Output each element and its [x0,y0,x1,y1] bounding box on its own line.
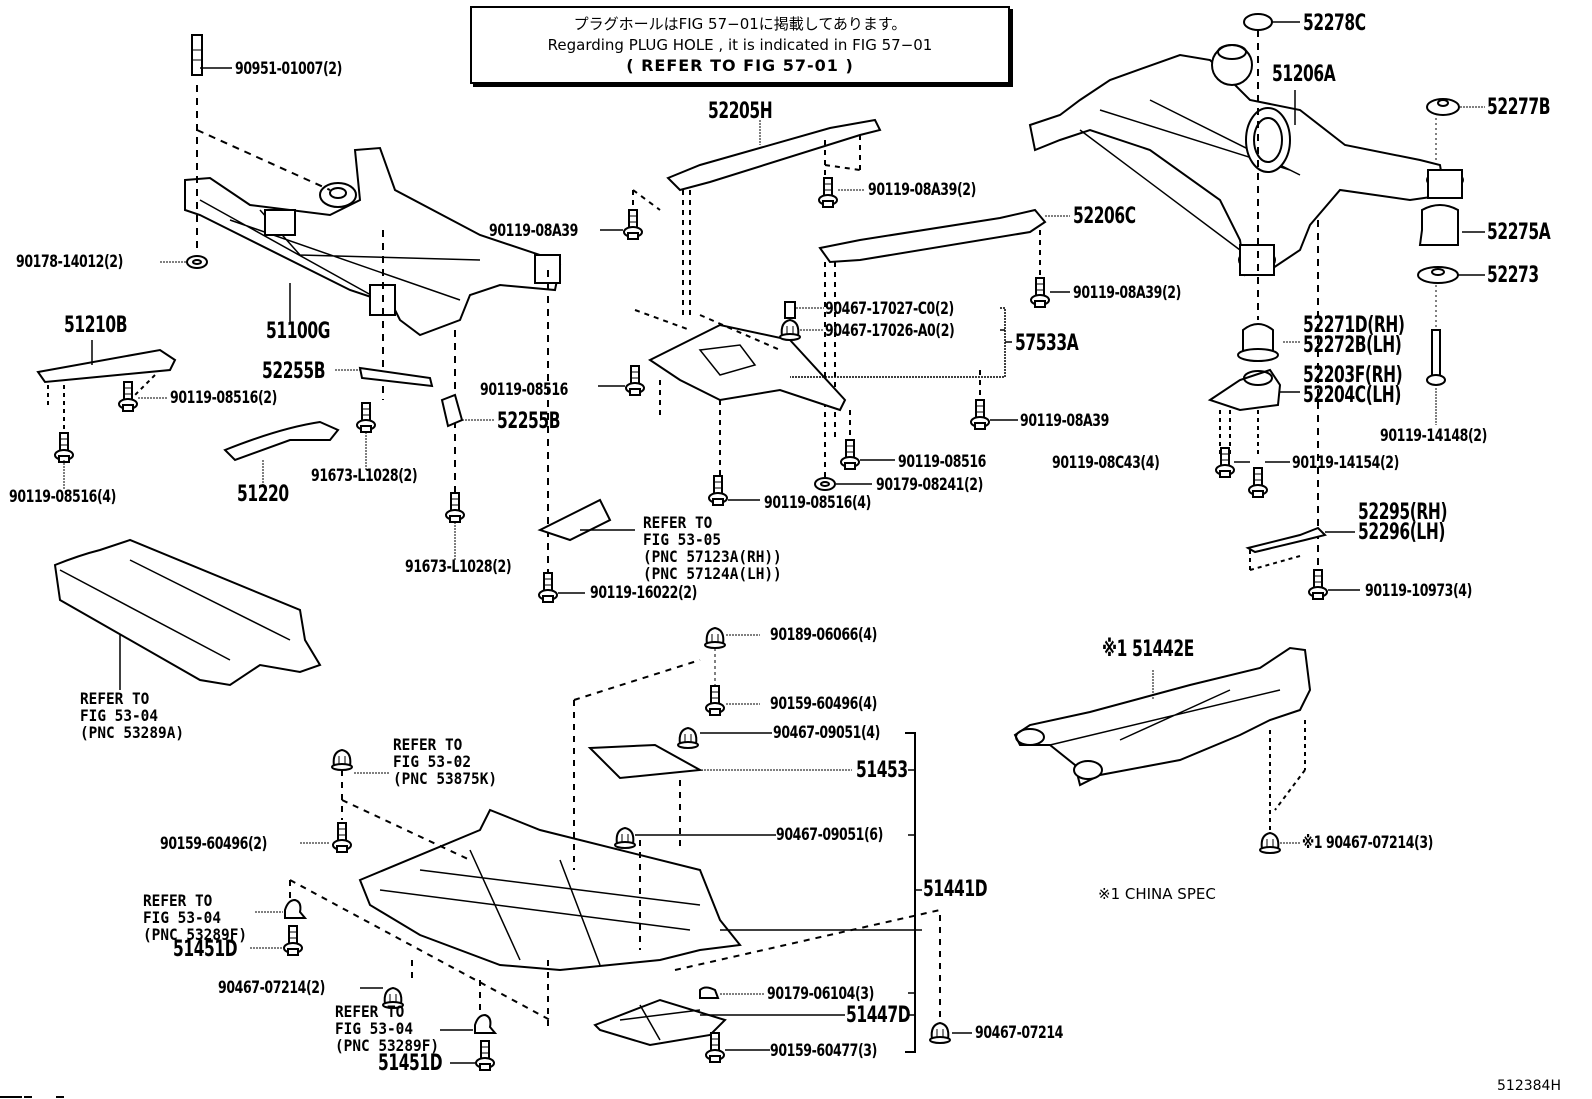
part-callout[interactable]: 52205H [708,99,773,124]
note-line-refer[interactable]: ( REFER TO FIG 57-01 ) [626,56,854,75]
part-callout[interactable]: 90159-60477(3) [770,1041,877,1061]
part-callout[interactable]: 52273 [1487,263,1539,288]
part-callout[interactable]: 51447D [846,1003,911,1028]
part-callout[interactable]: 51220 [237,482,289,507]
part-callout[interactable]: 52275A [1487,220,1551,245]
part-callout[interactable]: 90179-06104(3) [767,984,874,1004]
part-callout[interactable]: 51206A [1272,62,1336,87]
part-callout[interactable]: 91673-L1028(2) [405,557,512,577]
part-callout[interactable]: 90467-07214(2) [218,978,325,998]
part-callout[interactable]: 51210B [64,313,128,338]
part-callout[interactable]: 90467-09051(6) [776,825,883,845]
part-callout[interactable]: 52204C(LH) [1303,383,1402,408]
part-callout[interactable]: 90159-60496(4) [770,694,877,714]
part-callout[interactable]: 51451D [173,937,238,962]
part-callout[interactable]: 90119-08A39 [1020,411,1109,431]
part-callout[interactable]: 90951-01007(2) [235,59,342,79]
part-callout[interactable]: 90178-14012(2) [16,252,123,272]
part-callout[interactable]: 51100G [266,319,331,344]
part-callout[interactable]: 90119-08A39 [489,221,578,241]
part-callout[interactable]: ※1 51442E [1102,637,1194,662]
refer-to-fig-53-04-f-a[interactable]: REFER TO FIG 53-04 (PNC 53289F) [143,891,248,944]
part-callout[interactable]: 90467-09051(4) [773,723,880,743]
part-callout[interactable]: 90119-14154(2) [1292,453,1399,473]
part-callout[interactable]: 52295(RH) [1358,500,1448,525]
rear-subframe-drawing [1028,44,1464,277]
figure-code: 512384H [1497,1078,1561,1094]
part-callout[interactable]: 52272B(LH) [1303,333,1402,358]
part-callout[interactable]: 90119-08A39(2) [868,180,976,200]
part-callout[interactable]: 52206C [1073,204,1136,229]
part-callout[interactable]: 90119-10973(4) [1365,581,1472,601]
part-callout[interactable]: 52255B [497,409,561,434]
part-callout[interactable]: 51451D [378,1051,443,1076]
refer-to-fig-53-02[interactable]: REFER TO FIG 53-02 (PNC 53875K) [393,735,498,788]
refer-to-fig-53-04-a[interactable]: REFER TO FIG 53-04 (PNC 53289A) [80,689,185,742]
part-callout[interactable]: 52271D(RH) [1303,313,1405,338]
part-callout[interactable]: 90119-08C43(4) [1052,453,1160,473]
part-callout[interactable]: 91673-L1028(2) [311,466,418,486]
part-callout[interactable]: 90467-07214 [975,1023,1063,1043]
part-callout[interactable]: 90119-14148(2) [1380,426,1487,446]
part-callout[interactable]: 90119-16022(2) [590,583,697,603]
part-callout[interactable]: 90119-08516 [898,452,986,472]
part-callout[interactable]: 52278C [1303,11,1366,36]
china-spec-footnote: ※1 CHINA SPEC [1098,885,1216,903]
plug-hole-note-box: プラグホールはFIG 57−01に掲載してあります。 Regarding PLU… [470,6,1010,84]
refer-to-fig-53-05[interactable]: REFER TO FIG 53-05 (PNC 57123A(RH)) (PNC… [643,513,782,583]
part-callout[interactable]: 51441D [923,877,988,902]
part-callout[interactable]: 90189-06066(4) [770,625,877,645]
part-callout[interactable]: 90119-08516(4) [9,487,116,507]
part-callout[interactable]: 90179-08241(2) [876,475,983,495]
part-callout[interactable]: 90119-08516(2) [170,388,277,408]
part-callout[interactable]: 90119-08A39(2) [1073,283,1181,303]
part-callout[interactable]: 52255B [262,359,326,384]
part-callout[interactable]: 90119-08516(4) [764,493,871,513]
note-line-english: Regarding PLUG HOLE , it is indicated in… [547,36,933,54]
part-callout[interactable]: 90467-17026-A0(2) [825,321,955,341]
part-callout[interactable]: ※1 90467-07214(3) [1302,833,1433,853]
note-line-japanese: プラグホールはFIG 57−01に掲載してあります。 [573,15,907,33]
part-callout[interactable]: 57533A [1015,331,1079,356]
part-callout[interactable]: 51453 [856,758,908,783]
part-callout[interactable]: 52203F(RH) [1303,363,1403,388]
front-subframe-drawing [184,146,562,337]
part-callout[interactable]: 90159-60496(2) [160,834,267,854]
part-callout[interactable]: 52277B [1487,95,1551,120]
part-callout[interactable]: 90467-17027-C0(2) [825,299,954,319]
refer-to-fig-53-04-f-b[interactable]: REFER TO FIG 53-04 (PNC 53289F) [335,1002,440,1055]
part-callout[interactable]: 90119-08516 [480,380,568,400]
center-under-cover-drawing [358,808,742,972]
part-callout[interactable]: 52296(LH) [1358,520,1446,545]
